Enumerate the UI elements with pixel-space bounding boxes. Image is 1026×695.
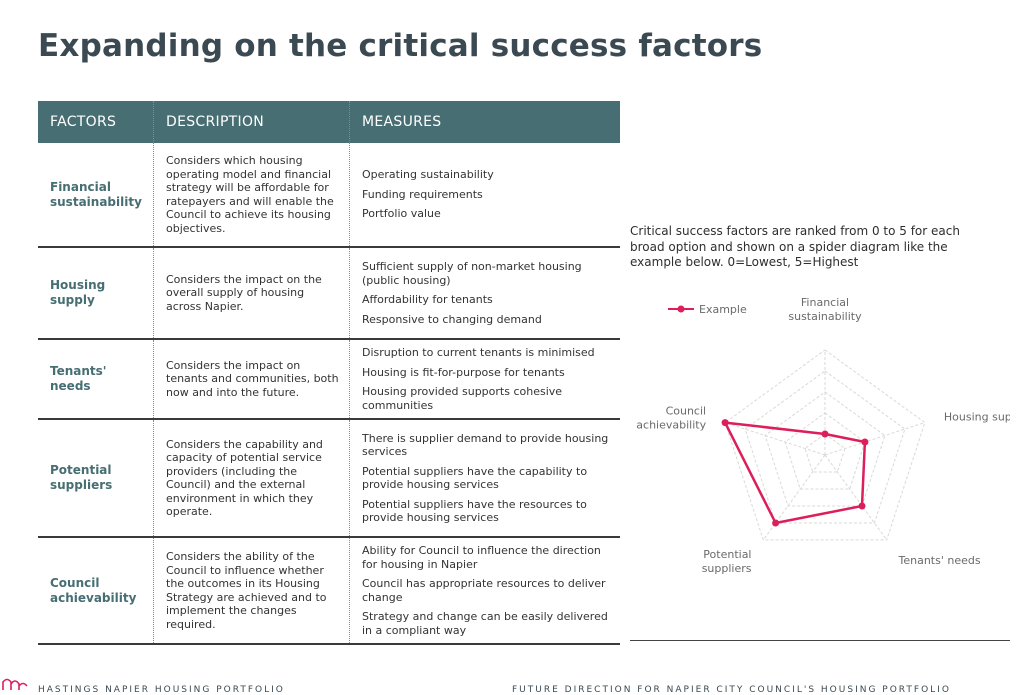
measure-item: Housing is fit-for-purpose for tenants <box>362 365 565 379</box>
footer-left-text: HASTINGS NAPIER HOUSING PORTFOLIO <box>38 685 285 695</box>
factor-name: Financial sustainability <box>38 143 154 248</box>
factor-measures: Sufficient supply of non-market housing … <box>349 247 620 340</box>
measure-item: Portfolio value <box>362 207 441 221</box>
factor-description: Considers the impact on tenants and comm… <box>153 339 350 420</box>
data-point <box>821 430 829 438</box>
brand-logo-icon <box>2 678 28 690</box>
measure-item: There is supplier demand to provide hous… <box>362 431 609 459</box>
bottom-divider <box>630 640 1010 641</box>
grid-spoke <box>824 422 926 456</box>
grid-ring <box>804 433 846 473</box>
measure-item: Responsive to changing demand <box>362 312 542 326</box>
factor-description: Considers which housing operating model … <box>153 143 350 248</box>
table-header-row: FACTORS DESCRIPTION MEASURES <box>38 101 620 143</box>
measure-item: Ability for Council to influence the dir… <box>362 544 601 571</box>
factor-name: Council achievability <box>38 537 154 645</box>
factor-measures: There is supplier demand to provide hous… <box>349 419 620 538</box>
factor-name: Tenants' needs <box>38 339 154 420</box>
factor-measures: Operating sustainability Funding require… <box>349 143 620 248</box>
table-row: Housing supply Considers the impact on t… <box>38 247 620 340</box>
grid-ring <box>764 391 886 507</box>
table-row: Potential suppliers Considers the capabi… <box>38 419 620 538</box>
factor-description: Considers the capability and capacity of… <box>153 419 350 538</box>
factor-description: Considers the impact on the overall supp… <box>153 247 350 340</box>
table-row: Tenants' needs Considers the impact on t… <box>38 339 620 420</box>
measure-item: Operating sustainability <box>362 168 494 182</box>
success-factors-table: FACTORS DESCRIPTION MEASURES Financial s… <box>38 101 620 645</box>
footer-right-text: FUTURE DIRECTION FOR NAPIER CITY COUNCIL… <box>512 685 951 695</box>
data-point <box>861 438 869 446</box>
page-title: Expanding on the critical success factor… <box>38 28 763 64</box>
header-measures: MEASURES <box>349 101 620 143</box>
data-point <box>858 502 866 510</box>
measure-item: Disruption to current tenants is minimis… <box>362 346 595 359</box>
data-point <box>721 419 729 427</box>
axis-label: Housing supply <box>944 410 1010 423</box>
grid-ring <box>784 412 866 490</box>
factor-name: Housing supply <box>38 247 154 340</box>
grid-spoke <box>824 454 888 541</box>
factor-measures: Disruption to current tenants is minimis… <box>349 339 620 420</box>
axis-label: Tenants' needs <box>898 554 981 567</box>
measure-item: Council has appropriate resources to del… <box>362 577 606 604</box>
factor-measures: Ability for Council to influence the dir… <box>349 537 620 645</box>
header-factors: FACTORS <box>38 101 154 143</box>
table-row: Financial sustainability Considers which… <box>38 143 620 248</box>
measure-item: Funding requirements <box>362 187 483 201</box>
measure-item: Sufficient supply of non-market housing … <box>362 260 582 287</box>
measure-item: Housing provided supports cohesive commu… <box>362 385 563 412</box>
legend-label: Example <box>699 303 747 316</box>
grid-ring <box>724 349 926 541</box>
grid-spoke <box>762 454 826 541</box>
grid-ring <box>744 370 906 524</box>
series-line <box>723 421 867 525</box>
legend-marker <box>677 305 685 313</box>
table-row: Council achievability Considers the abil… <box>38 537 620 645</box>
measure-item: Potential suppliers have the resources t… <box>362 497 587 525</box>
factor-name: Potential suppliers <box>38 419 154 538</box>
measure-item: Affordability for tenants <box>362 293 493 306</box>
data-point <box>772 519 780 527</box>
factor-description: Considers the ability of the Council to … <box>153 537 350 645</box>
ranking-note: Critical success factors are ranked from… <box>630 224 960 269</box>
grid-spoke <box>724 422 826 456</box>
header-description: DESCRIPTION <box>153 101 350 143</box>
measure-item: Strategy and change can be easily delive… <box>362 610 608 637</box>
measure-item: Potential suppliers have the capability … <box>362 464 588 492</box>
